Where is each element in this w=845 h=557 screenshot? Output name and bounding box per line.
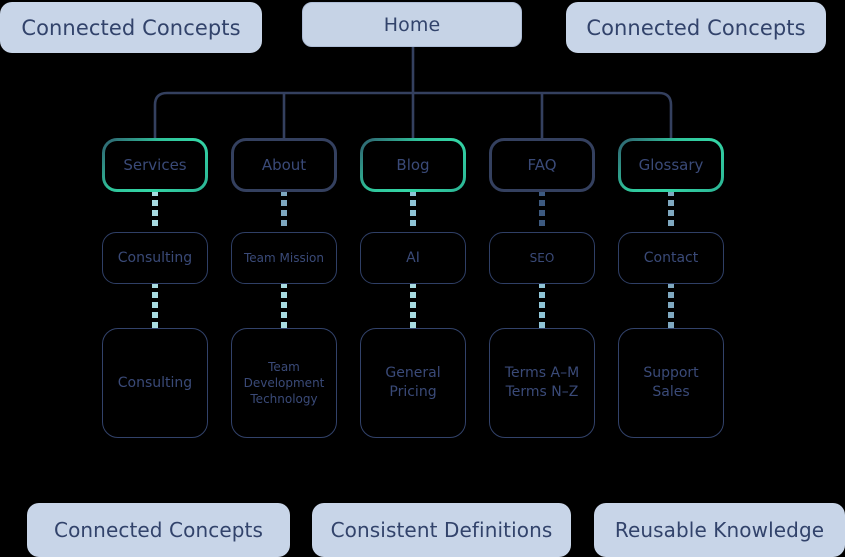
- node-label: Team Mission: [243, 250, 324, 265]
- node-label: Blog: [396, 155, 430, 174]
- node-services-l3[interactable]: Consulting: [102, 328, 208, 438]
- dots-faq-lower: [539, 302, 545, 308]
- home-node-chip[interactable]: Home: [302, 2, 522, 47]
- chip-label: Connected Concepts: [586, 15, 806, 40]
- node-label: Development: [243, 375, 325, 390]
- dots-services-lower: [152, 292, 158, 298]
- dots-glossary-lower: [668, 302, 674, 308]
- wire-bus: [153, 91, 673, 140]
- node-label: Glossary: [638, 155, 704, 174]
- dots-services-lower: [152, 312, 158, 318]
- node-blog-l1[interactable]: Blog: [360, 138, 466, 192]
- dots-about-lower: [281, 312, 287, 318]
- node-label: Pricing: [389, 384, 437, 400]
- dots-faq-upper: [539, 210, 545, 216]
- dots-blog-upper: [410, 210, 416, 216]
- bottom-chip-1[interactable]: Consistent Definitions: [312, 503, 571, 557]
- node-about-l2[interactable]: Team Mission: [231, 232, 337, 284]
- node-label: Sales: [652, 384, 690, 400]
- node-label: General: [385, 365, 441, 382]
- chip-label: Home: [383, 13, 441, 36]
- node-glossary-l1[interactable]: Glossary: [618, 138, 724, 192]
- dots-glossary-upper: [668, 210, 674, 216]
- dots-about-upper: [281, 200, 287, 206]
- chip-label: Connected Concepts: [21, 15, 241, 40]
- node-label: SEO: [529, 250, 555, 265]
- bottom-chip-0[interactable]: Connected Concepts: [27, 503, 290, 557]
- node-label: Team: [268, 359, 300, 374]
- dots-services-lower: [152, 302, 158, 308]
- node-label: Contact: [643, 249, 699, 266]
- dots-faq-upper: [539, 220, 545, 226]
- chip-label: Consistent Definitions: [330, 518, 553, 542]
- node-label: Support: [643, 365, 699, 382]
- top-chip-2[interactable]: Connected Concepts: [566, 2, 826, 53]
- dots-about-lower: [281, 292, 287, 298]
- node-label: Services: [123, 155, 187, 174]
- dots-about-upper: [281, 210, 287, 216]
- node-faq-l2[interactable]: SEO: [489, 232, 595, 284]
- node-services-l1[interactable]: Services: [102, 138, 208, 192]
- bottom-chip-2[interactable]: Reusable Knowledge: [594, 503, 845, 557]
- node-glossary-l2[interactable]: Contact: [618, 232, 724, 284]
- dots-blog-lower: [410, 312, 416, 318]
- chip-label: Connected Concepts: [54, 518, 263, 542]
- dots-about-upper: [281, 220, 287, 226]
- dots-glossary-upper: [668, 220, 674, 226]
- dots-blog-lower: [410, 292, 416, 298]
- node-services-l2[interactable]: Consulting: [102, 232, 208, 284]
- node-about-l1[interactable]: About: [231, 138, 337, 192]
- node-label: Terms N–Z: [505, 384, 579, 400]
- node-label: Terms A–M: [504, 365, 580, 382]
- dots-faq-lower: [539, 292, 545, 298]
- dots-blog-upper: [410, 200, 416, 206]
- node-label: Consulting: [117, 249, 193, 266]
- dots-services-upper: [152, 220, 158, 226]
- top-chip-0[interactable]: Connected Concepts: [0, 2, 262, 53]
- dots-glossary-lower: [668, 292, 674, 298]
- dots-about-lower: [281, 302, 287, 308]
- node-label: Technology: [250, 392, 318, 407]
- node-label: FAQ: [527, 155, 557, 174]
- dots-faq-lower: [539, 312, 545, 318]
- node-faq-l3[interactable]: Terms A–M Terms N–Z: [489, 328, 595, 438]
- dots-glossary-upper: [668, 200, 674, 206]
- dots-blog-upper: [410, 220, 416, 226]
- node-label: About: [261, 155, 307, 174]
- node-blog-l2[interactable]: AI: [360, 232, 466, 284]
- dots-services-upper: [152, 210, 158, 216]
- node-label: AI: [406, 249, 420, 266]
- chip-label: Reusable Knowledge: [614, 518, 825, 542]
- dots-blog-lower: [410, 302, 416, 308]
- dots-services-upper: [152, 200, 158, 206]
- node-label: Consulting: [117, 374, 193, 391]
- node-faq-l1[interactable]: FAQ: [489, 138, 595, 192]
- dots-glossary-lower: [668, 312, 674, 318]
- dots-faq-upper: [539, 200, 545, 206]
